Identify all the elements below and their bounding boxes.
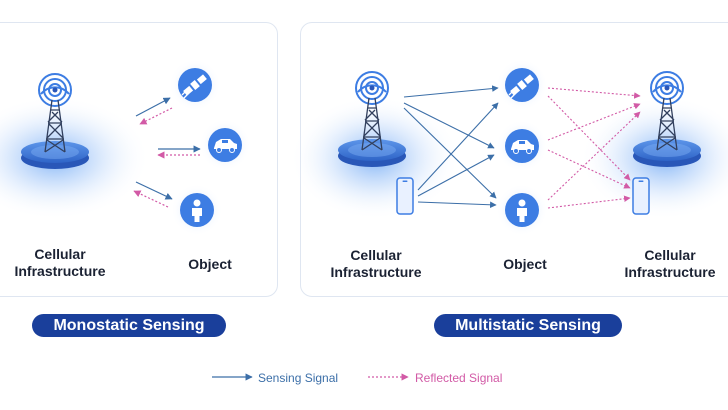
multistatic-tx-label-line1: Cellular xyxy=(350,247,402,263)
reflected-arrow xyxy=(133,190,169,208)
legend-sensing-label: Sensing Signal xyxy=(258,371,339,385)
multistatic-title: Multistatic Sensing xyxy=(434,314,622,337)
person-icon xyxy=(171,184,223,236)
satellite-icon xyxy=(496,59,548,111)
sensing-arrow xyxy=(417,102,499,191)
multistatic-tx-label: Cellular Infrastructure xyxy=(318,247,434,281)
sensing-arrow xyxy=(135,97,171,117)
multistatic-rx-label-line1: Cellular xyxy=(644,247,696,263)
reflected-arrow xyxy=(547,195,631,209)
multistatic-object-label: Object xyxy=(503,256,547,272)
legend-reflected-label: Reflected Signal xyxy=(415,371,503,385)
reflected-arrows xyxy=(547,87,641,209)
sensing-arrow xyxy=(403,102,495,149)
multistatic-art xyxy=(290,59,728,236)
monostatic-art xyxy=(0,59,251,236)
multistatic-rx-label: Cellular Infrastructure xyxy=(612,247,728,281)
monostatic-infra-label-line1: Cellular xyxy=(34,246,86,262)
reflected-arrow xyxy=(139,107,173,125)
sensing-arrows xyxy=(403,85,499,209)
reflected-arrow xyxy=(547,95,631,181)
sensing-arrow xyxy=(403,85,499,98)
car-icon xyxy=(199,119,251,171)
monostatic-title: Monostatic Sensing xyxy=(32,314,226,337)
sensing-arrow xyxy=(417,154,495,197)
reflected-arrow xyxy=(547,111,641,201)
multistatic-tx-label-line2: Infrastructure xyxy=(330,264,422,280)
reflected-arrow xyxy=(547,87,641,99)
person-icon xyxy=(496,184,548,236)
sensing-arrow xyxy=(417,201,497,209)
smartphone-icon xyxy=(396,177,414,215)
car-icon xyxy=(496,120,548,172)
reflected-arrow xyxy=(547,149,631,189)
monostatic-infra-label-line2: Infrastructure xyxy=(14,263,106,279)
monostatic-object-label: Object xyxy=(188,256,232,272)
sensing-arrow xyxy=(403,107,497,199)
monostatic-infra-label: Cellular Infrastructure xyxy=(0,246,120,280)
sensing-arrow xyxy=(135,181,173,200)
smartphone-icon xyxy=(632,177,650,215)
reflected-arrow xyxy=(547,103,641,141)
satellite-icon xyxy=(169,59,221,111)
multistatic-rx-label-line2: Infrastructure xyxy=(624,264,716,280)
